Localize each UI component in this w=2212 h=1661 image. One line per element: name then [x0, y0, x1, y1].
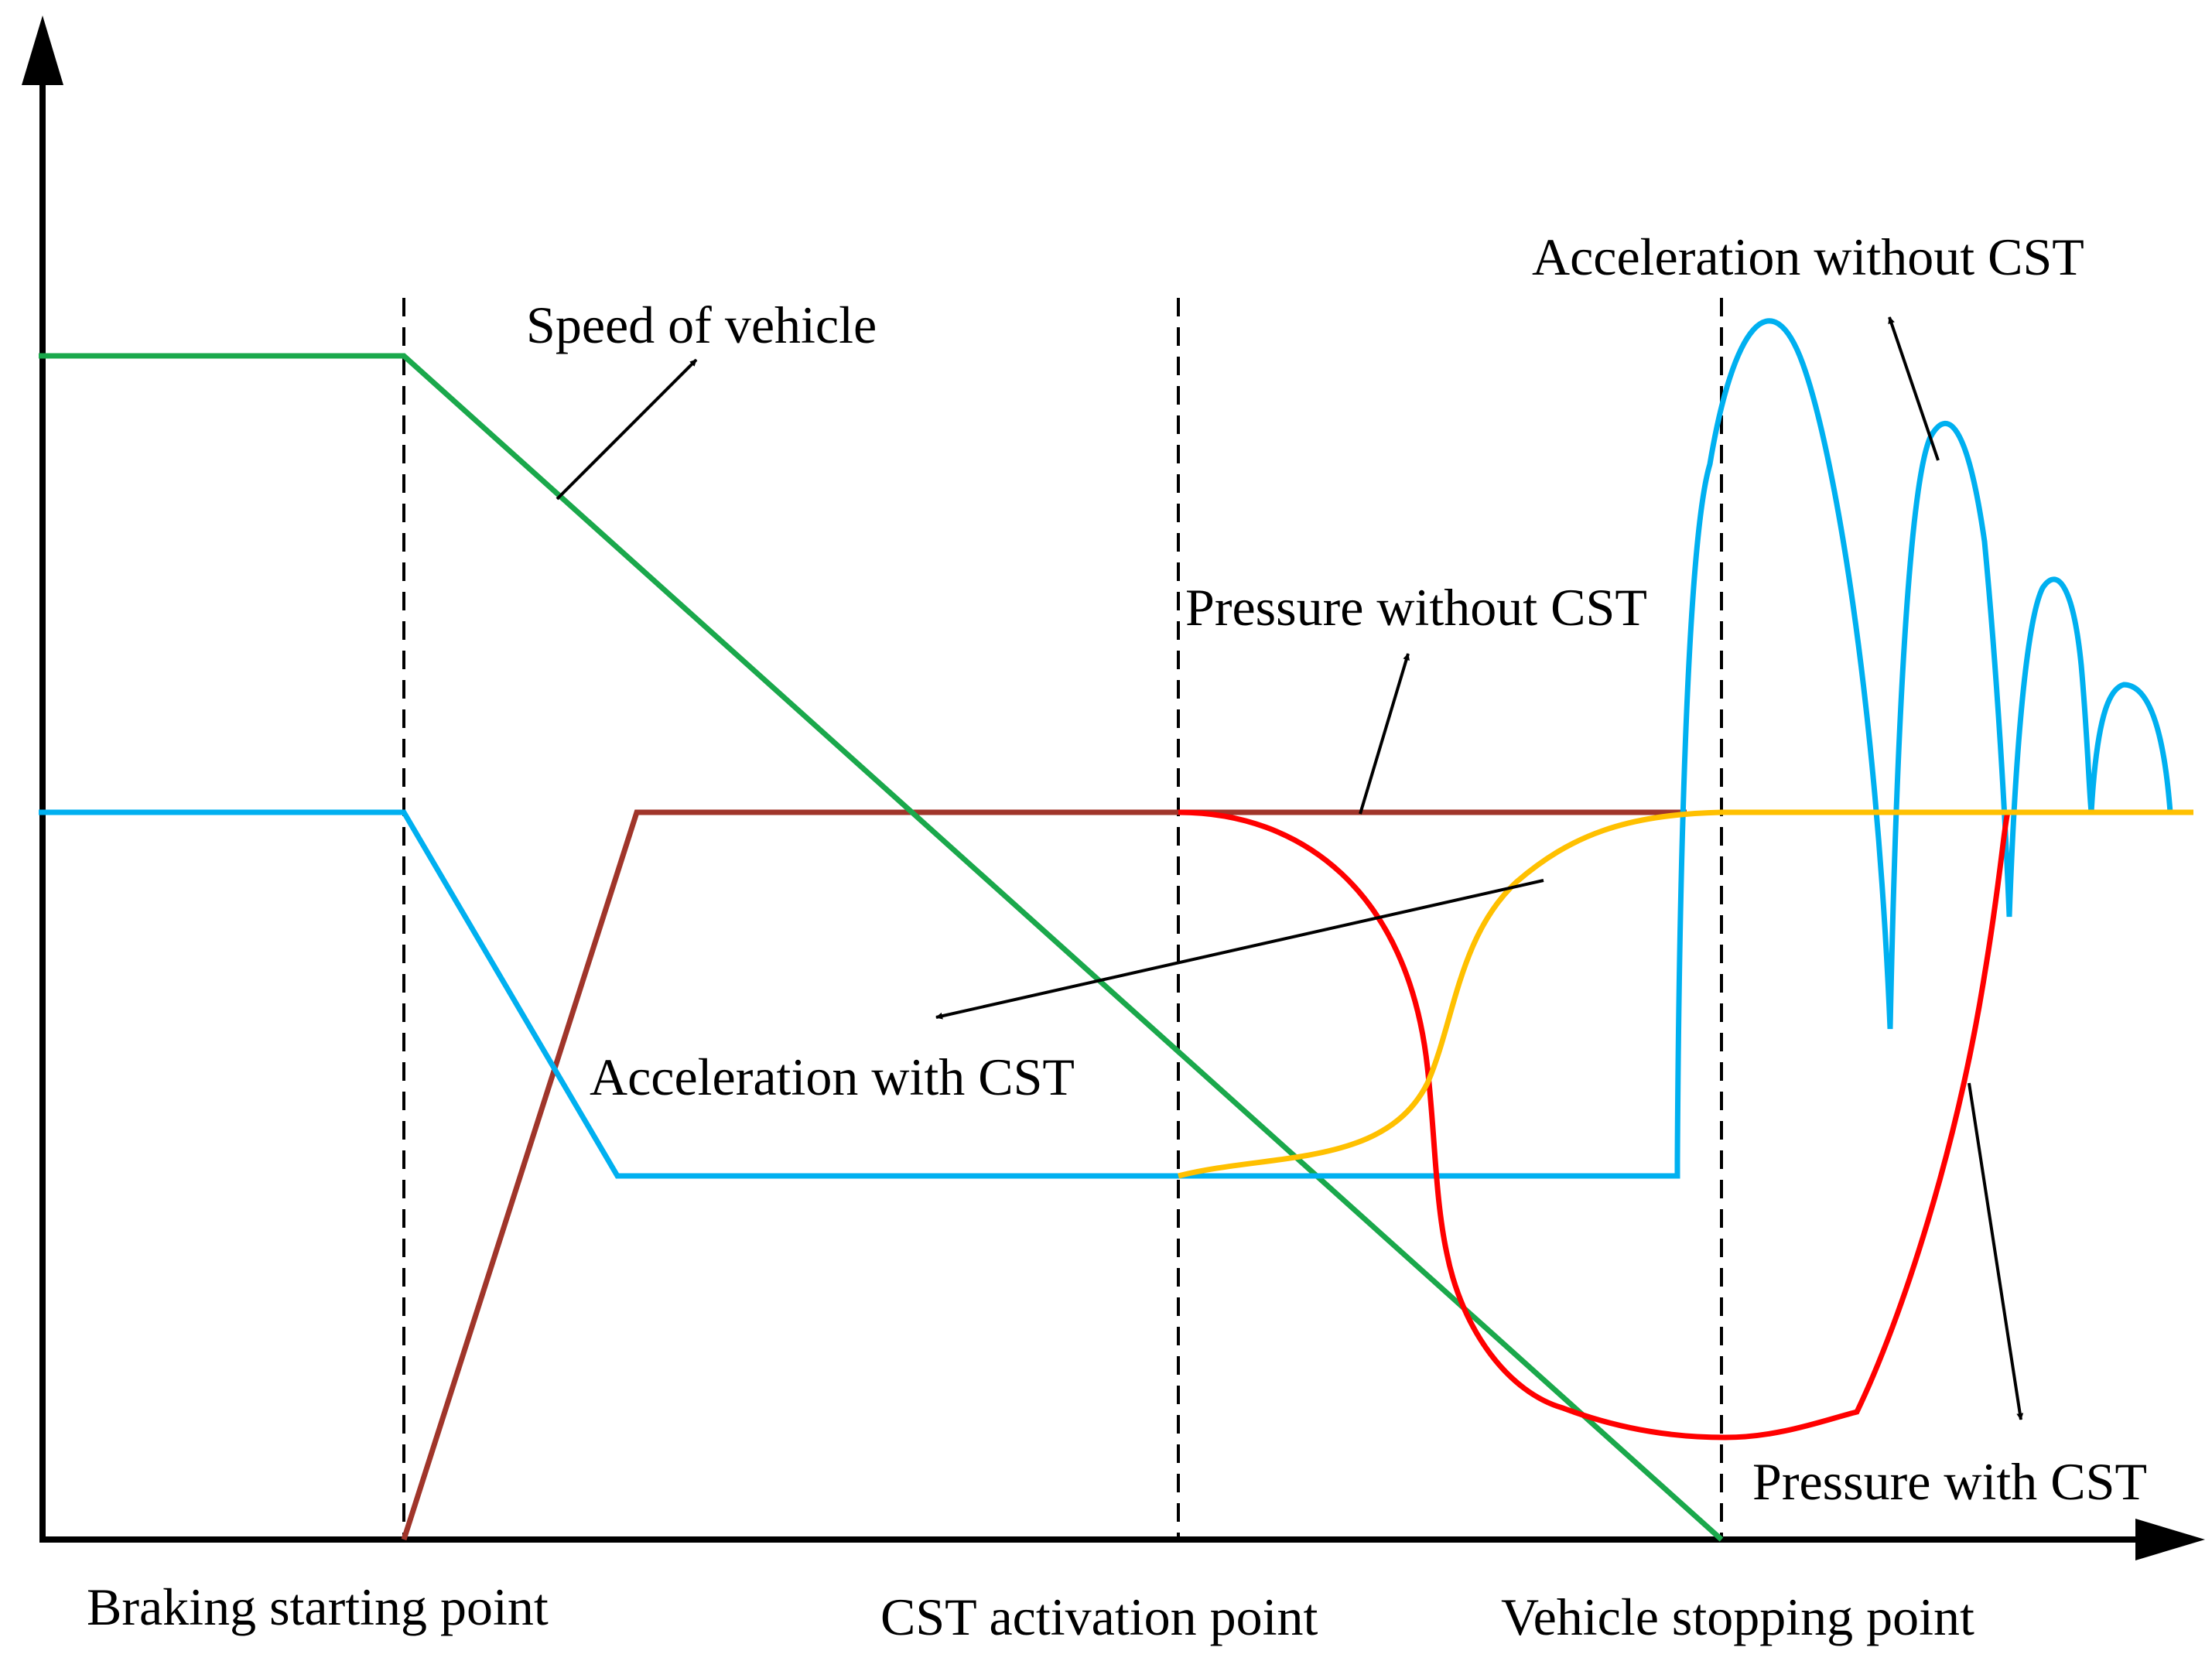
acceleration-without-arrow — [1888, 316, 1940, 461]
braking-start-label: Braking starting point — [87, 1577, 549, 1636]
speed-curve — [39, 353, 1724, 1542]
annotation-labels: Speed of vehicle Pressure without CST Ac… — [526, 227, 2147, 1511]
acceleration-with-label: Acceleration with CST — [590, 1048, 1075, 1106]
pressure-without-cst-curve — [401, 809, 1687, 1541]
vehicle-stop-label: Vehicle stopping point — [1501, 1588, 1974, 1646]
acceleration-curve — [39, 809, 1680, 1179]
speed-arrow — [556, 358, 698, 501]
y-axis-arrow-icon — [22, 15, 63, 85]
pressure-without-label: Pressure without CST — [1185, 578, 1647, 637]
acceleration-without-label: Acceleration without CST — [1532, 227, 2084, 286]
acceleration-with-cst-curve — [1178, 809, 2193, 1179]
x-axis-arrow-icon — [2135, 1519, 2205, 1560]
pressure-with-cst-curve — [1178, 809, 2011, 1441]
pressure-without-arrow — [1359, 653, 1410, 815]
x-axis-labels: Braking starting point CST activation po… — [87, 1577, 1974, 1646]
speed-label: Speed of vehicle — [526, 296, 877, 354]
pressure-with-label: Pressure with CST — [1752, 1452, 2147, 1511]
acceleration-with-arrow — [935, 879, 1544, 1020]
cst-activation-label: CST activation point — [880, 1588, 1318, 1646]
pressure-with-arrow — [1968, 1082, 2024, 1420]
acceleration-without-cst-oscillation — [1674, 318, 2173, 1161]
annotation-arrows — [556, 316, 2024, 1420]
axes — [22, 15, 2205, 1560]
event-markers — [402, 298, 1723, 1540]
